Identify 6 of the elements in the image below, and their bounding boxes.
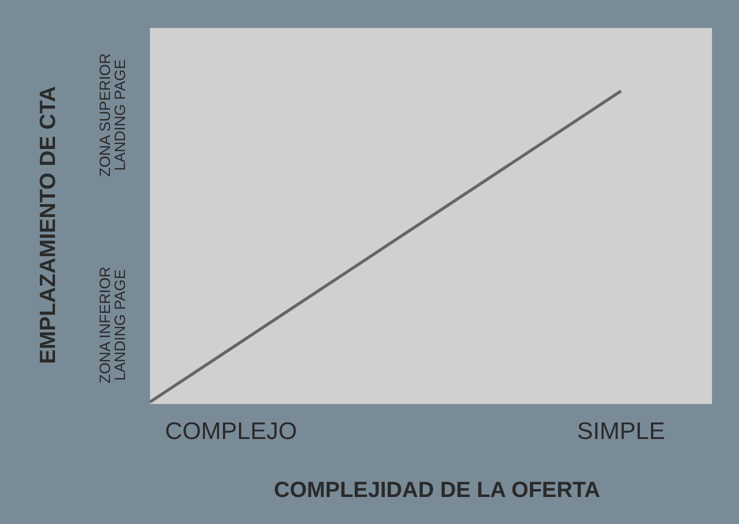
y-tick-label: ZONA INFERIOR LANDING PAGE — [98, 266, 128, 386]
x-tick-label: SIMPLE — [577, 418, 666, 446]
x-tick-label: COMPLEJO — [165, 418, 298, 446]
x-axis-title: COMPLEJIDAD DE LA OFERTA — [274, 477, 600, 503]
y-tick-label: ZONA SUPERIOR LANDING PAGE — [98, 52, 128, 179]
y-axis-title: EMPLAZAMIENTO DE CTA — [35, 85, 61, 366]
